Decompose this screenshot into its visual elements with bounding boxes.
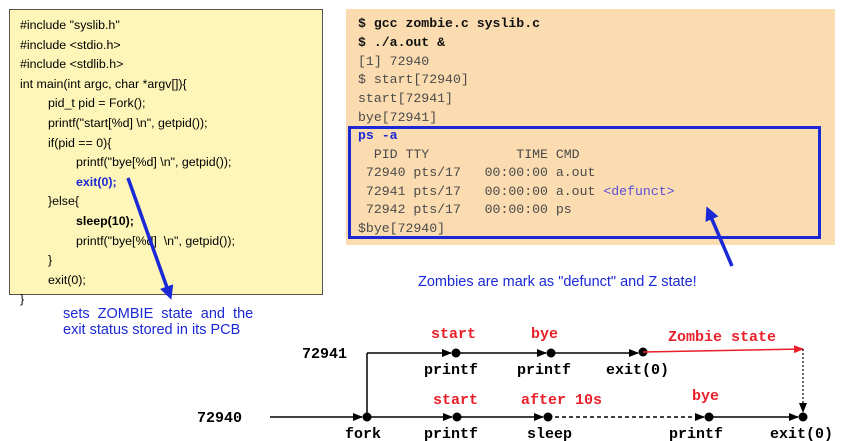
code-line: #include <stdio.h> bbox=[20, 37, 121, 52]
code-line: exit(0); bbox=[76, 174, 117, 189]
parent-exit-dot bbox=[798, 412, 808, 422]
terminal-line: start[72941] bbox=[358, 91, 453, 106]
ps-output-text: 72940 pts/17 00:00:00 a.out bbox=[358, 165, 596, 180]
exit-to-zombie-arrow bbox=[126, 177, 174, 300]
code-line: printf("bye[%d] \n", getpid()); bbox=[76, 155, 232, 170]
ps-output-line: PID TTY TIME CMD bbox=[358, 146, 580, 163]
terminal-line: $ start[72940] bbox=[358, 72, 469, 87]
child-bye-label: bye bbox=[531, 326, 558, 343]
code-line: } bbox=[20, 292, 25, 307]
child-printf1-label: printf bbox=[424, 362, 478, 379]
defunct-pointer-arrow bbox=[705, 206, 734, 267]
child-printf2-label: printf bbox=[517, 362, 571, 379]
parent-start-label: start bbox=[433, 392, 478, 409]
code-line: exit(0); bbox=[48, 272, 86, 287]
terminal-line: $ gcc zombie.c syslib.c bbox=[358, 16, 541, 31]
source-code-panel: #include "syslib.h" #include <stdio.h> #in… bbox=[9, 9, 323, 306]
code-line: } bbox=[48, 253, 53, 268]
child-start-label: start bbox=[431, 326, 476, 343]
ps-output-text: ps -a bbox=[358, 128, 398, 143]
parent-pid-label: 72940 bbox=[197, 410, 242, 427]
zombie-state-label: Zombie state bbox=[668, 329, 776, 346]
child-exit-label: exit(0) bbox=[606, 362, 669, 379]
zombie-state-arrow bbox=[642, 345, 804, 354]
parent-bye-label: bye bbox=[692, 388, 719, 405]
parent-exit-label: exit(0) bbox=[770, 426, 833, 441]
parent-printf1-label: printf bbox=[424, 426, 478, 441]
ps-output-text: $bye[72940] bbox=[358, 221, 446, 236]
ps-output-line: 72940 pts/17 00:00:00 a.out bbox=[358, 164, 596, 181]
code-line: pid_t pid = Fork(); bbox=[48, 96, 146, 111]
defunct-tag: <defunct> bbox=[603, 184, 675, 199]
parent-printf2-label: printf bbox=[669, 426, 723, 441]
ps-output-text: PID TTY TIME CMD bbox=[358, 147, 580, 162]
code-line: printf("bye[%d] \n", getpid()); bbox=[76, 233, 235, 248]
code-line: }else{ bbox=[48, 194, 80, 209]
parent-sleep-label: sleep bbox=[527, 426, 572, 441]
parent-after-label: after 10s bbox=[521, 392, 602, 409]
zombie-note: Zombies are mark as "defunct" and Z stat… bbox=[418, 274, 697, 290]
ps-output-line: ps -a bbox=[358, 127, 398, 144]
terminal-line: [1] 72940 bbox=[358, 54, 430, 69]
ps-output-highlight-frame bbox=[348, 126, 821, 239]
exit-note-line2: exit status stored in its PCB bbox=[63, 322, 241, 338]
code-line: #include "syslib.h" bbox=[20, 18, 120, 32]
terminal-line: $ ./a.out & bbox=[358, 35, 446, 50]
ps-output-line: 72942 pts/17 00:00:00 ps bbox=[358, 201, 572, 218]
terminal-line: bye[72941] bbox=[358, 110, 438, 125]
parent-fork-label: fork bbox=[345, 426, 381, 441]
code-line: printf("start[%d] \n", getpid()); bbox=[48, 115, 208, 130]
ps-output-line: 72941 pts/17 00:00:00 a.out <defunct> bbox=[358, 183, 675, 200]
code-line: int main(int argc, char *argv[]){ bbox=[20, 76, 187, 91]
code-line: if(pid == 0){ bbox=[48, 135, 112, 150]
exit-note-line1: sets ZOMBIE state and the bbox=[63, 306, 254, 322]
code-line: #include <stdlib.h> bbox=[20, 57, 124, 72]
ps-output-line: $bye[72940] bbox=[358, 220, 445, 237]
ps-output-text: 72942 pts/17 00:00:00 ps bbox=[358, 202, 572, 217]
ps-output-text: 72941 pts/17 00:00:00 a.out bbox=[358, 184, 596, 199]
code-line: sleep(10); bbox=[76, 213, 134, 228]
child-pid-label: 72941 bbox=[302, 346, 347, 363]
